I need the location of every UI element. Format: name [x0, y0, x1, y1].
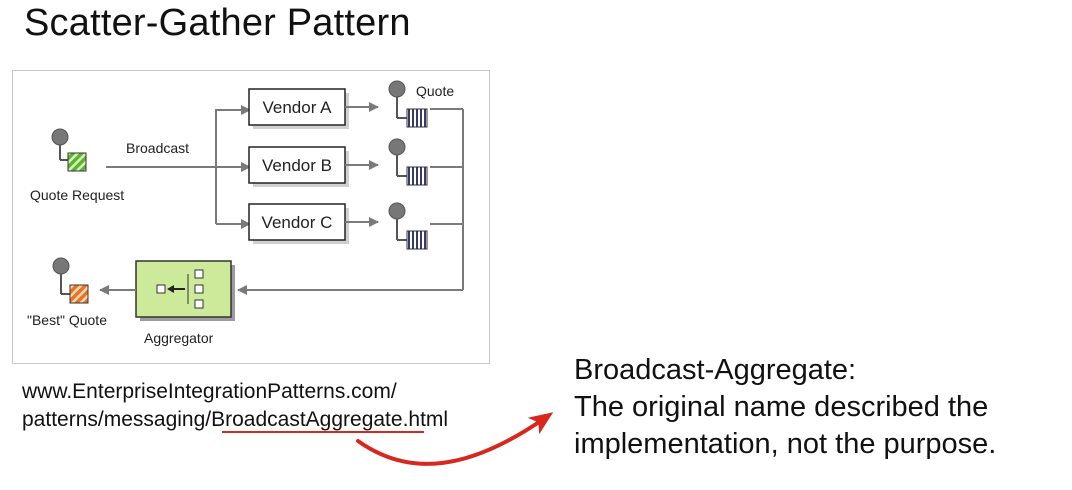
best-quote-endpoint	[52, 257, 89, 304]
quote-request-label: Quote Request	[30, 187, 124, 203]
broadcast-label: Broadcast	[126, 140, 189, 156]
quote-label: Quote	[416, 83, 454, 99]
explanation-note: Broadcast-Aggregate: The original name d…	[574, 352, 996, 463]
note-line-2: implementation, not the purpose.	[574, 428, 997, 460]
note-line-1: The original name described the	[574, 391, 989, 423]
best-quote-label: "Best" Quote	[27, 312, 107, 328]
vendor-a-label: Vendor A	[262, 98, 332, 117]
url-highlight: BroadcastAggregate	[211, 408, 403, 431]
url-line-1: www.EnterpriseIntegrationPatterns.com/	[22, 380, 397, 403]
note-heading: Broadcast-Aggregate:	[574, 354, 857, 386]
source-url[interactable]: www.EnterpriseIntegrationPatterns.com/ p…	[22, 378, 448, 434]
quote-endpoint-a	[388, 80, 428, 128]
aggregator-box	[135, 260, 235, 321]
url-prefix: patterns/messaging/	[22, 408, 212, 431]
aggregator-label: Aggregator	[144, 330, 214, 346]
vendor-c-box: Vendor C	[248, 203, 349, 244]
quote-endpoint-c	[388, 202, 428, 250]
vendor-b-label: Vendor B	[262, 156, 332, 175]
vendor-a-box: Vendor A	[248, 88, 349, 129]
quote-endpoint-b	[388, 138, 428, 186]
vendor-c-label: Vendor C	[262, 213, 333, 232]
vendor-b-box: Vendor B	[248, 146, 349, 187]
url-suffix: .html	[402, 408, 449, 431]
url-line-2: patterns/messaging/BroadcastAggregate.ht…	[22, 406, 448, 434]
quote-request-endpoint	[51, 128, 87, 172]
slide-title: Scatter-Gather Pattern	[24, 2, 411, 44]
